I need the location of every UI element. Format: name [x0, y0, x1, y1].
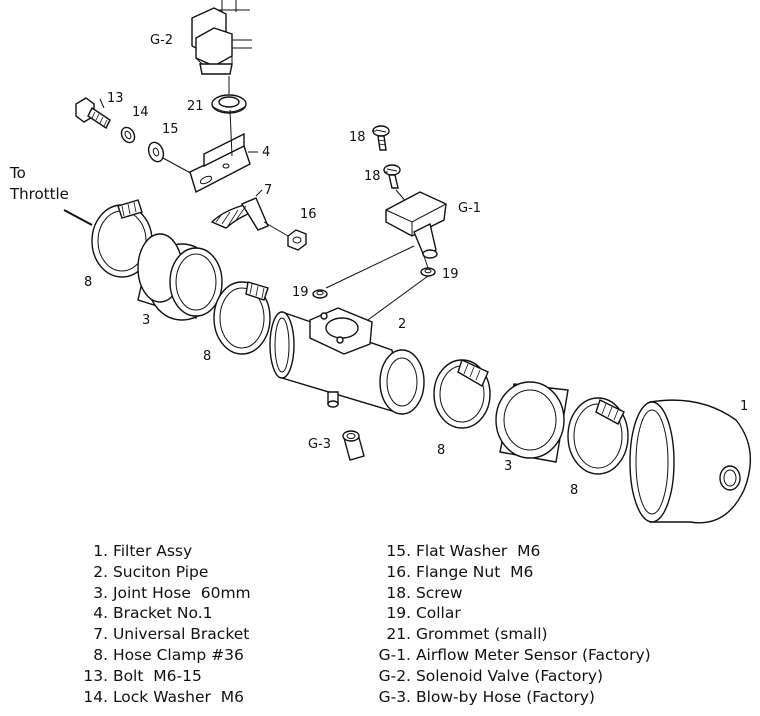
- legend-item-text: Collar: [415, 604, 461, 623]
- legend-item: 14. Lock Washer M6: [78, 687, 251, 708]
- legend-item-text: Suciton Pipe: [112, 562, 209, 581]
- hose-clamp-8-far-right: [567, 397, 629, 475]
- legend-item: 21. Grommet (small): [372, 624, 651, 645]
- legend-item-number: 21.: [386, 625, 411, 644]
- flange-nut-16: [263, 221, 307, 251]
- legend-item-number: 1.: [93, 542, 108, 560]
- legend-item-number: 8.: [93, 645, 108, 664]
- callout-16: 16: [300, 207, 317, 222]
- legend-item-number: G-1.: [378, 645, 411, 664]
- legend-item: 18. Screw: [372, 583, 651, 604]
- universal-bracket-7: [210, 197, 269, 231]
- callout-g1: G-1: [458, 201, 481, 216]
- callout-19-right: 19: [442, 267, 459, 282]
- legend-item-number: 19.: [386, 604, 411, 623]
- legend-item-text: Flat Washer M6: [415, 542, 541, 560]
- legend-item-text: Flange Nut M6: [415, 562, 534, 581]
- legend-item-text: Bracket No.1: [112, 604, 213, 623]
- bracket-4: [189, 109, 251, 194]
- lock-washer-14: [120, 126, 136, 144]
- callout-3-left: 3: [142, 313, 150, 328]
- legend-item-text: Joint Hose 60mm: [112, 583, 251, 602]
- legend-item-number: G-2.: [378, 666, 411, 685]
- callout-21: 21: [187, 99, 204, 114]
- hose-clamp-8-right: [433, 359, 491, 429]
- legend-item: G-2. Solenoid Valve (Factory): [372, 666, 651, 687]
- legend-item: 7. Universal Bracket: [78, 624, 251, 645]
- legend-item-number: 14.: [83, 687, 108, 706]
- legend-item-number: 7.: [93, 625, 108, 644]
- legend-item: 13. Bolt M6-15: [78, 666, 251, 687]
- callout-14: 14: [132, 105, 149, 120]
- solenoid-valve-g2: [191, 0, 252, 75]
- callout-15: 15: [162, 122, 179, 137]
- legend-item: G-1. Airflow Meter Sensor (Factory): [372, 645, 651, 666]
- legend-item-text: Airflow Meter Sensor (Factory): [415, 645, 651, 664]
- screw-18-lower: [383, 164, 409, 205]
- legend-item-number: 13.: [83, 666, 108, 685]
- exploded-parts-diagram: To Throttle G-2 21 13 14 15 4 7 16 18 18…: [9, 0, 752, 524]
- legend-item: 3. Joint Hose 60mm: [78, 583, 251, 604]
- callout-13: 13: [107, 91, 124, 106]
- filter-assy-1: [629, 399, 752, 524]
- callout-7: 7: [264, 183, 272, 198]
- callout-18-upper: 18: [349, 130, 366, 145]
- legend-item-text: Filter Assy: [112, 542, 193, 560]
- callout-3-right: 3: [504, 459, 512, 474]
- grommet-21: [211, 76, 247, 114]
- hose-clamp-8-left: [213, 281, 271, 355]
- callout-8-upper: 8: [84, 275, 92, 290]
- legend-item: 1. Filter Assy: [78, 541, 251, 562]
- callout-8-far-right: 8: [570, 483, 578, 498]
- callout-8-right: 8: [437, 443, 445, 458]
- legend-item-text: Lock Washer M6: [112, 687, 244, 706]
- legend-item: 15. Flat Washer M6: [372, 541, 651, 562]
- legend-item: G-3. Blow-by Hose (Factory): [372, 687, 651, 708]
- callout-19-left: 19: [292, 285, 309, 300]
- callout-1: 1: [740, 399, 748, 414]
- blow-by-hose-g3: [342, 430, 365, 461]
- legend-item-number: 15.: [386, 542, 411, 560]
- bolt-13: [75, 97, 111, 130]
- suction-pipe-2: [269, 307, 425, 415]
- flat-washer-15: [147, 141, 165, 163]
- legend-item-number: 16.: [386, 562, 411, 581]
- collar-19-left: [312, 289, 328, 299]
- legend-item-text: Bolt M6-15: [112, 666, 202, 685]
- legend-item-number: G-3.: [378, 687, 411, 706]
- callout-g2: G-2: [150, 33, 173, 48]
- legend-item-text: Solenoid Valve (Factory): [415, 666, 604, 685]
- airflow-meter-g1: [385, 191, 447, 269]
- callout-18-lower: 18: [364, 169, 381, 184]
- legend-item-number: 18.: [386, 583, 411, 602]
- legend-item: 8. Hose Clamp #36: [78, 645, 251, 666]
- collar-19-right: [420, 267, 436, 277]
- legend-item-text: Hose Clamp #36: [112, 645, 244, 664]
- screw-18-upper: [372, 125, 390, 151]
- legend-item: 4. Bracket No.1: [78, 603, 251, 624]
- joint-hose-3-right: [495, 381, 569, 463]
- legend-item: 2. Suciton Pipe: [78, 562, 251, 583]
- legend-item-text: Blow-by Hose (Factory): [415, 687, 595, 706]
- joint-hose-3-left: [137, 233, 223, 321]
- to-throttle-label-line1: To: [9, 164, 26, 182]
- legend-item: 19. Collar: [372, 603, 651, 624]
- legend-item-text: Universal Bracket: [112, 625, 250, 644]
- to-throttle-label-line2: Throttle: [9, 185, 69, 203]
- callout-g3: G-3: [308, 437, 331, 452]
- legend-item: 16. Flange Nut M6: [372, 562, 651, 583]
- legend-item-number: 3.: [93, 583, 108, 602]
- callout-4: 4: [262, 145, 270, 160]
- legend-item-number: 2.: [93, 562, 108, 581]
- callout-8-left: 8: [203, 349, 211, 364]
- legend-item-number: 4.: [93, 604, 108, 623]
- legend-item-text: Screw: [415, 583, 463, 602]
- callout-2: 2: [398, 317, 406, 332]
- legend-item-text: Grommet (small): [415, 625, 548, 644]
